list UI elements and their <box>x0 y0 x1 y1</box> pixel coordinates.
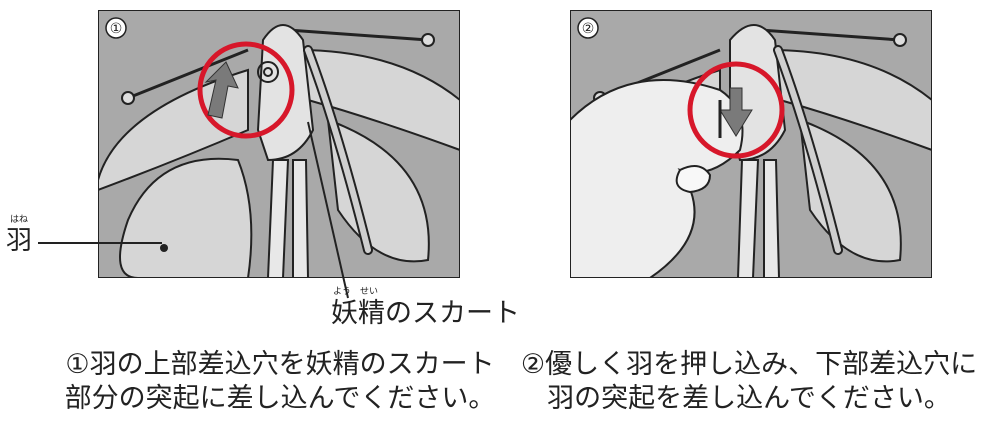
skirt-label: 妖精のスカート <box>331 298 520 329</box>
wing-pointer-dot <box>160 244 168 252</box>
skirt-label-ruby-1: よう <box>333 287 352 297</box>
step1-caption: ①羽の上部差込穴を妖精のスカート 部分の突起に差し込んでください。 <box>40 348 520 416</box>
step1-caption-line2: 部分の突起に差し込んでください。 <box>64 383 496 414</box>
step2-caption-line2: 羽の突起を差し込んでください。 <box>547 383 951 414</box>
step-number-badge <box>105 17 127 39</box>
highlight-circle <box>197 41 295 139</box>
up-arrow <box>204 61 239 119</box>
step1-drawing: ① <box>98 10 460 278</box>
wing-label: 羽 <box>6 226 33 256</box>
step-number: ① <box>110 21 123 37</box>
hand <box>570 79 744 278</box>
step2-caption-line1: ②優しく羽を押し込み、下部差込穴に <box>520 349 978 380</box>
down-arrow <box>719 87 753 137</box>
wing-leader-line <box>38 242 162 244</box>
upper-wing-right <box>296 48 460 152</box>
wing-label-ruby: はね <box>10 215 29 225</box>
step2-illustration: ② <box>570 10 932 278</box>
step2-caption: ②優しく羽を押し込み、下部差込穴に 羽の突起を差し込んでください。 <box>512 348 986 416</box>
step-number-badge <box>577 17 599 39</box>
skirt-label-ruby-2: せい <box>360 287 379 297</box>
thumb <box>675 165 712 194</box>
step-number: ② <box>582 21 595 37</box>
detached-wing <box>119 157 253 278</box>
highlight-circle <box>687 61 785 159</box>
step1-illustration: ① <box>98 10 460 278</box>
step1-caption-line1: ①羽の上部差込穴を妖精のスカート <box>65 349 495 380</box>
step2-drawing: ② <box>570 10 932 278</box>
upper-wing-right <box>768 48 932 152</box>
upper-wing-left <box>98 68 249 192</box>
skirt-leader-line <box>307 121 349 299</box>
